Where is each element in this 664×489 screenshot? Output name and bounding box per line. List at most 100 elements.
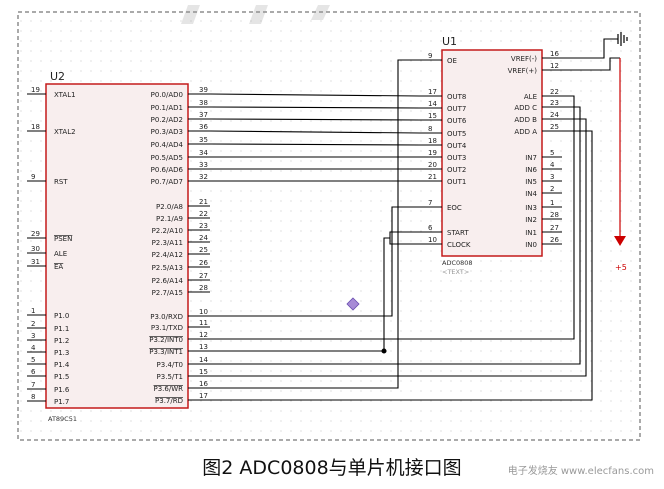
u2-pin-7-number: 7 xyxy=(31,381,35,389)
u1-pin-23-name: ADD C xyxy=(514,104,537,112)
u1-pin-14-number: 14 xyxy=(428,100,437,108)
u2-body[interactable] xyxy=(45,83,189,409)
u1-pin-21-name: OUT1 xyxy=(447,178,466,186)
power-label: +5 xyxy=(615,263,627,272)
u1-pin-1-name: IN3 xyxy=(525,204,537,212)
u1-pin-22-number: 22 xyxy=(550,88,559,96)
u2-pin-19-number: 19 xyxy=(31,86,40,94)
u1-pin-15-number: 15 xyxy=(428,112,437,120)
junction-dot xyxy=(381,348,387,354)
u1-body[interactable] xyxy=(441,49,543,257)
u1-pin-8-number: 8 xyxy=(428,125,432,133)
wire-vref-plus xyxy=(562,57,620,71)
u1-pin-5-name: IN7 xyxy=(525,154,537,162)
u1-pin-25-name: ADD A xyxy=(514,128,537,136)
u1-pin-17-name: OUT8 xyxy=(447,93,466,101)
u1-pin-10-name: CLOCK xyxy=(447,241,471,249)
u2-pin-4-number: 4 xyxy=(31,344,36,352)
u2-pin-31-name: EA xyxy=(54,263,63,271)
u1-pin-2-number: 2 xyxy=(550,185,554,193)
u2-pin-24-number: 24 xyxy=(199,234,208,242)
watermark-text: 电子发烧友 www.elecfans.com xyxy=(507,466,654,477)
u2-pin-17-name: P3.7/RD xyxy=(155,397,183,405)
u1-pin-4-name: IN6 xyxy=(525,166,537,174)
u1-pin-15-name: OUT6 xyxy=(447,117,467,125)
u1-pin-26-name: IN0 xyxy=(525,241,537,249)
u2-pin-32-number: 32 xyxy=(199,173,208,181)
probe-marker[interactable] xyxy=(346,297,360,311)
u2-pin-38-name: P0.1/AD1 xyxy=(151,104,183,112)
u2-pin-34-name: P0.5/AD5 xyxy=(151,154,183,162)
u2-pin-26-name: P2.5/A13 xyxy=(152,264,183,272)
u1-pin-7-number: 7 xyxy=(428,199,432,207)
u2-pin-33-name: P0.6/AD6 xyxy=(151,166,184,174)
figure-caption: 图2 ADC0808与单片机接口图 xyxy=(202,457,462,479)
u2-pin-25-name: P2.4/A12 xyxy=(152,251,183,259)
u2-pin-13-name: P3.3/INT1 xyxy=(149,348,183,356)
u2-pin-33-number: 33 xyxy=(199,161,208,169)
u2-pin-38-number: 38 xyxy=(199,99,208,107)
u2-pin-37-number: 37 xyxy=(199,111,208,119)
u1-pin-28-number: 28 xyxy=(550,211,559,219)
u2-pin-35-number: 35 xyxy=(199,136,208,144)
u1-pin-7-name: EOC xyxy=(447,204,462,212)
u2-pin-3-number: 3 xyxy=(31,332,35,340)
u1-pin-20-name: OUT2 xyxy=(447,166,466,174)
u1-pin-24-number: 24 xyxy=(550,111,559,119)
top-watermark-shapes xyxy=(181,5,330,24)
u1-pin-19-name: OUT3 xyxy=(447,154,466,162)
u2-pin-7-name: P1.6 xyxy=(54,386,70,394)
u1-pin-16-number: 16 xyxy=(550,50,559,58)
u2-pin-21-name: P2.0/A8 xyxy=(156,203,183,211)
u2-pin-39-name: P0.0/AD0 xyxy=(151,91,183,99)
u2-pin-36-number: 36 xyxy=(199,123,208,131)
u1-pin-6-name: START xyxy=(447,229,469,237)
u2-pin-36-name: P0.3/AD3 xyxy=(151,128,183,136)
u2-pin-8-number: 8 xyxy=(31,393,35,401)
u1-part-label: ADC0808 xyxy=(442,259,473,267)
u2-pin-15-number: 15 xyxy=(199,368,208,376)
u2-pin-25-number: 25 xyxy=(199,246,208,254)
u1-pin-6-number: 6 xyxy=(428,224,433,232)
u1-pin-10-number: 10 xyxy=(428,236,437,244)
bus-wire-d0 xyxy=(209,93,421,97)
ground-symbol xyxy=(617,32,628,46)
u2-pin-39-number: 39 xyxy=(199,86,208,94)
bus-wire-d3 xyxy=(209,130,421,134)
u1-pin-8-name: OUT5 xyxy=(447,130,466,138)
u1-pin-22-name: ALE xyxy=(524,93,537,101)
u1-pin-18-number: 18 xyxy=(428,137,437,145)
wire-eoc xyxy=(210,206,420,317)
u2-pin-11-number: 11 xyxy=(199,319,208,327)
u2-pin-2-name: P1.1 xyxy=(54,325,69,333)
u2-pin-1-number: 1 xyxy=(31,307,35,315)
u2-pin-10-number: 10 xyxy=(199,308,208,316)
u2-pin-9-number: 9 xyxy=(31,173,35,181)
u1-pin-17-number: 17 xyxy=(428,88,437,96)
u2-pin-11-name: P3.1/TXD xyxy=(151,324,183,332)
u2-pin-32-name: P0.7/AD7 xyxy=(151,178,183,186)
u1-pin-24-name: ADD B xyxy=(514,116,537,124)
u2-pin-21-number: 21 xyxy=(199,198,208,206)
wires xyxy=(209,38,620,401)
u2-pin-30-number: 30 xyxy=(31,245,40,253)
wire-ale xyxy=(210,95,575,340)
bus-wire-d4 xyxy=(209,143,421,146)
u2-pin-30-name: ALE xyxy=(54,250,67,258)
u2-pin-27-name: P2.6/A14 xyxy=(152,277,184,285)
u2-pin-29-number: 29 xyxy=(31,230,40,238)
u1-pin-25-number: 25 xyxy=(550,123,559,131)
u1-pin-12-name: VREF(+) xyxy=(508,67,538,75)
u2-pin-17-number: 17 xyxy=(199,392,208,400)
u2-pin-14-name: P3.4/T0 xyxy=(157,361,183,369)
u1-pin-26-number: 26 xyxy=(550,236,559,244)
u2-pin-19-name: XTAL1 xyxy=(54,91,76,99)
u1-pin-9-name: OE xyxy=(447,57,457,65)
u2-pin-6-number: 6 xyxy=(31,368,36,376)
u2-pin-2-number: 2 xyxy=(31,320,35,328)
u1-pin-4-number: 4 xyxy=(550,161,555,169)
wire-start-clock xyxy=(210,237,390,352)
u1-pin-21-number: 21 xyxy=(428,173,437,181)
u2-pin-12-number: 12 xyxy=(199,331,208,339)
